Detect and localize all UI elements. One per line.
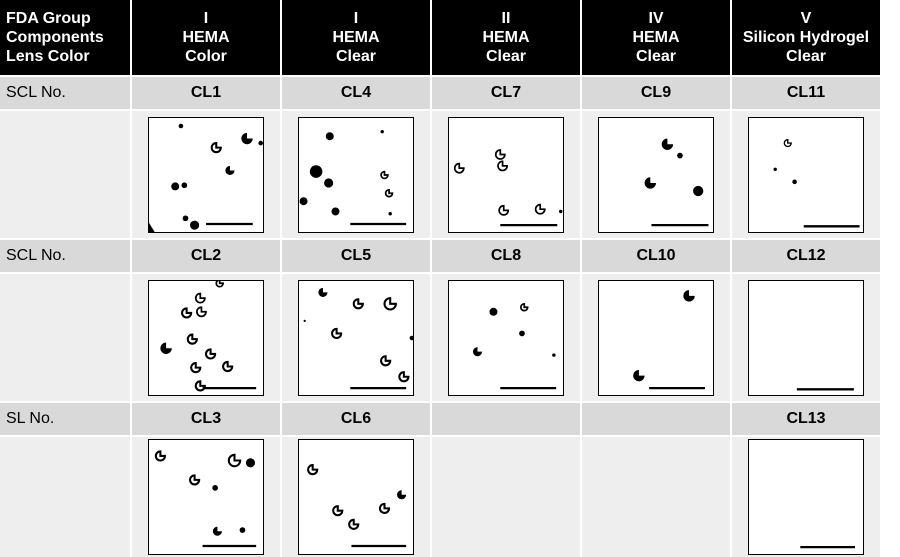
header-column-3: II HEMA Clear [432, 0, 580, 75]
header-column-4: IV HEMA Clear [582, 0, 730, 75]
row-image-spacer [0, 437, 130, 557]
micrograph-image [298, 279, 414, 396]
micrograph-image [148, 279, 264, 396]
image-cell-empty [432, 437, 580, 557]
micrograph-image [598, 116, 714, 233]
image-cell [732, 111, 880, 238]
sample-id [432, 403, 580, 435]
sample-id: CL13 [732, 403, 880, 435]
micrograph-image [748, 439, 864, 555]
header-group: I [353, 10, 359, 27]
sample-id: CL12 [732, 240, 880, 272]
image-cell [582, 111, 730, 238]
image-cell [732, 437, 880, 557]
image-cell-empty [582, 437, 730, 557]
header-label-fda-group: FDA Group [6, 10, 91, 27]
comparison-table: FDA Group Components Lens Color I HEMA C… [0, 0, 880, 557]
header-component: HEMA [632, 29, 680, 46]
micrograph-image [448, 116, 564, 233]
sample-id: CL7 [432, 77, 580, 109]
micrograph-image [148, 439, 264, 555]
header-column-5: V Silicon Hydrogel Clear [732, 0, 880, 75]
header-color: Color [185, 48, 227, 65]
row-image-spacer [0, 111, 130, 238]
header-group: V [800, 10, 812, 27]
row-label: SL No. [0, 403, 130, 435]
header-color: Clear [785, 48, 827, 65]
sample-id: CL2 [132, 240, 280, 272]
image-cell [282, 111, 430, 238]
image-cell [432, 111, 580, 238]
image-cell [282, 437, 430, 557]
image-cell [132, 111, 280, 238]
micrograph-image [298, 439, 414, 555]
sample-id: CL5 [282, 240, 430, 272]
header-column-1: I HEMA Color [132, 0, 280, 75]
micrograph-image [298, 116, 414, 233]
header-group: I [203, 10, 209, 27]
image-cell [132, 274, 280, 401]
header-color: Clear [335, 48, 377, 65]
sample-id: CL9 [582, 77, 730, 109]
sample-id [582, 403, 730, 435]
micrograph-image [148, 116, 264, 233]
image-cell [582, 274, 730, 401]
header-group: II [501, 10, 511, 27]
image-cell [732, 274, 880, 401]
header-component: HEMA [482, 29, 530, 46]
header-component: HEMA [332, 29, 380, 46]
row-label: SCL No. [0, 240, 130, 272]
header-first-col: FDA Group Components Lens Color [0, 0, 130, 75]
sample-id: CL1 [132, 77, 280, 109]
sample-id: CL6 [282, 403, 430, 435]
row-image-spacer [0, 274, 130, 401]
sample-id: CL10 [582, 240, 730, 272]
micrograph-image [448, 279, 564, 396]
sample-id: CL11 [732, 77, 880, 109]
header-color: Clear [485, 48, 527, 65]
micrograph-image [598, 279, 714, 396]
row-label: SCL No. [0, 77, 130, 109]
header-color: Clear [635, 48, 677, 65]
image-cell [132, 437, 280, 557]
micrograph-image [748, 116, 864, 233]
image-cell [282, 274, 430, 401]
header-component: Silicon Hydrogel [742, 29, 870, 46]
header-column-2: I HEMA Clear [282, 0, 430, 75]
sample-id: CL8 [432, 240, 580, 272]
header-label-components: Components [6, 29, 104, 46]
micrograph-image [748, 279, 864, 396]
header-component: HEMA [182, 29, 230, 46]
sample-id: CL3 [132, 403, 280, 435]
header-label-lens-color: Lens Color [6, 48, 90, 65]
image-cell [432, 274, 580, 401]
header-group: IV [648, 10, 664, 27]
sample-id: CL4 [282, 77, 430, 109]
